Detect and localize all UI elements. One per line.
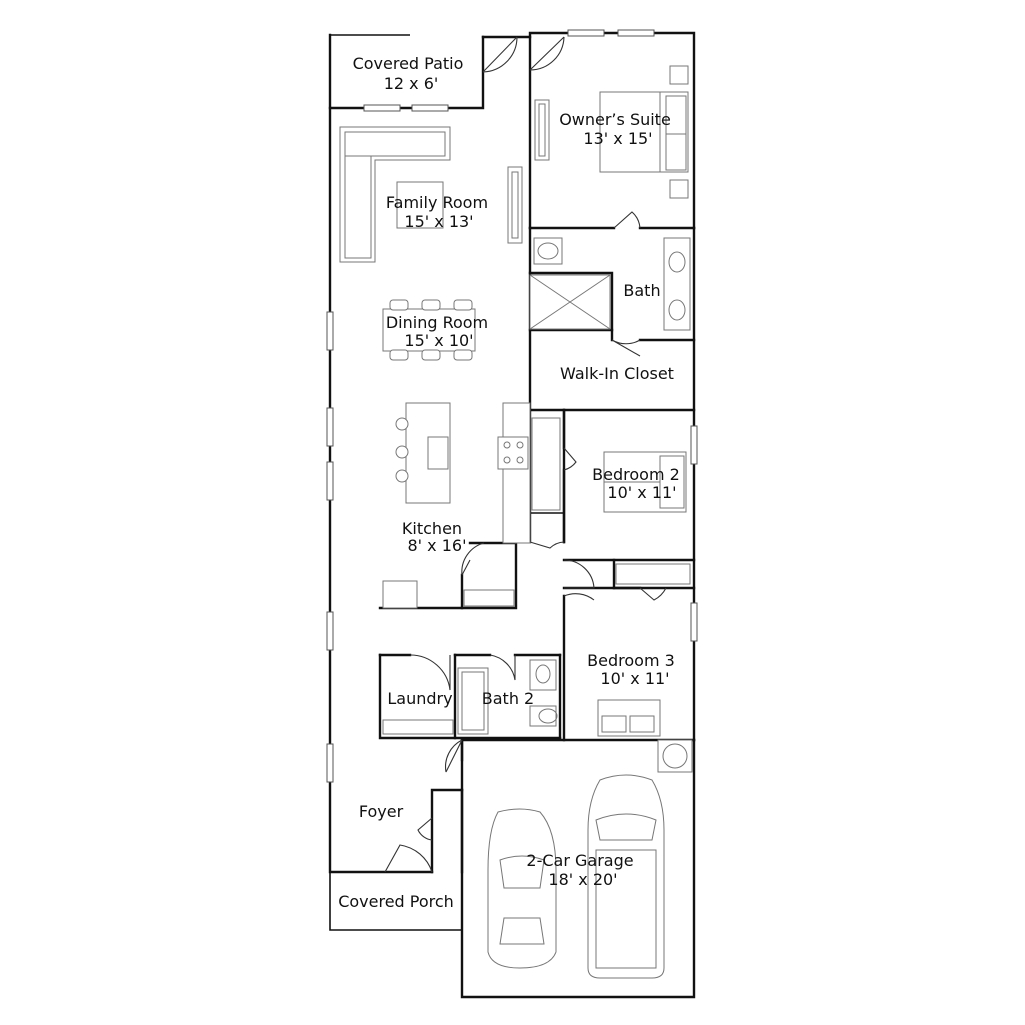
garage-vehicles [487,739,693,979]
owners-suite-size: 13' x 15' [583,129,652,148]
doors [384,36,667,873]
family-room-size: 15' x 13' [404,212,473,231]
covered-patio-label: Covered Patio [353,54,464,73]
garage-size: 18' x 20' [548,870,617,889]
bedroom-3-furniture [597,563,691,737]
dining-furniture [382,299,476,361]
windows [326,29,698,783]
bedroom-3-size: 10' x 11' [600,669,669,688]
bath-2-fixtures [457,659,558,735]
bedroom-2-size: 10' x 11' [607,483,676,502]
room-labels: Covered Patio 12 x 6' Owner’s Suite 13' … [338,54,680,911]
bedroom-2-furniture [531,417,687,513]
foyer-label: Foyer [359,802,404,821]
owners-suite-label: Owner’s Suite [559,110,671,129]
bath-label: Bath [623,281,660,300]
kitchen-fixtures [382,402,531,609]
family-room-label: Family Room [386,193,488,212]
bath-2-label: Bath 2 [482,689,534,708]
bedroom-3-label: Bedroom 3 [587,651,675,670]
garage-label: 2-Car Garage [526,851,633,870]
interior-walls [378,35,696,874]
family-room-furniture [339,126,523,263]
exterior-walls [328,31,696,999]
kitchen-label: Kitchen [402,519,462,538]
covered-porch-label: Covered Porch [338,892,454,911]
kitchen-size: 8' x 16' [408,536,467,555]
owners-bath-fixtures [529,237,691,331]
owners-suite-furniture [534,65,689,199]
covered-patio-size: 12 x 6' [384,74,439,93]
bedroom-2-label: Bedroom 2 [592,465,680,484]
laundry-fixtures [382,719,454,735]
dining-room-size: 15' x 10' [404,331,473,350]
laundry-label: Laundry [387,689,452,708]
dining-room-label: Dining Room [386,313,488,332]
walk-in-closet-label: Walk-In Closet [560,364,674,383]
